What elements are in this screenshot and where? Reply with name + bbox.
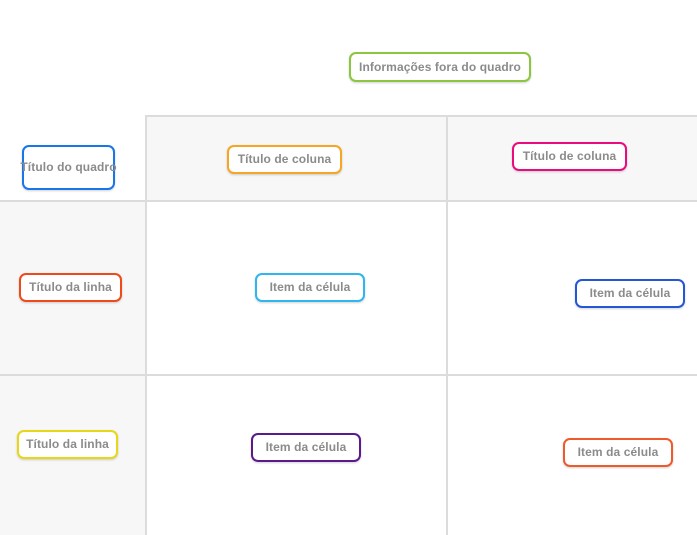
- gridline-vertical-rowheader: [145, 115, 147, 535]
- gridline-vertical-col1: [446, 115, 448, 535]
- column-header-chip-0[interactable]: Título de coluna: [227, 145, 342, 174]
- board-title-line-1: Título do quadro: [20, 160, 117, 175]
- board-body-band: [147, 202, 697, 535]
- cell-item-chip-r0-c0[interactable]: Item da célula: [255, 273, 365, 302]
- row-header-chip-0[interactable]: Título da linha: [19, 273, 122, 302]
- row-header-band: [0, 202, 145, 535]
- column-header-chip-1[interactable]: Título de coluna: [512, 142, 627, 171]
- gridline-horizontal-header-bottom: [0, 200, 697, 202]
- cell-item-chip-r1-c0[interactable]: Item da célula: [251, 433, 361, 462]
- gridline-horizontal-row1: [0, 374, 697, 376]
- outside-board-note-chip[interactable]: Informações fora do quadro: [349, 52, 531, 82]
- outside-board-area: Informações fora do quadro: [0, 0, 697, 115]
- row-header-chip-1[interactable]: Título da linha: [17, 430, 118, 459]
- gridline-horizontal-header-top: [147, 115, 697, 117]
- cell-item-chip-r0-c1[interactable]: Item da célula: [575, 279, 685, 308]
- cell-item-chip-r1-c1[interactable]: Item da célula: [563, 438, 673, 467]
- board-grid: Título do quadro Título de coluna Título…: [0, 115, 697, 535]
- board-title-chip[interactable]: Título do quadro: [20, 145, 117, 190]
